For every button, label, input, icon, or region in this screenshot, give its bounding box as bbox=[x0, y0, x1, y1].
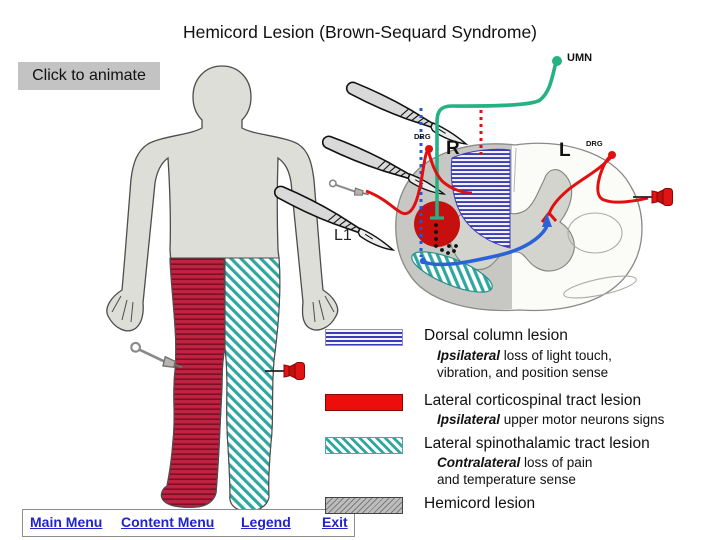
crossing-arrowhead bbox=[542, 213, 552, 227]
click-to-animate-button[interactable]: Click to animate bbox=[18, 62, 160, 90]
emphasis-ipsilateral: Ipsilateral bbox=[437, 412, 501, 427]
right-afferent-red bbox=[365, 148, 473, 215]
intact-tract-outline-band bbox=[563, 275, 637, 299]
right-side-label: R bbox=[446, 138, 460, 159]
legend-desc-corticospinal: Ipsilateral upper motor neurons signs bbox=[437, 412, 665, 427]
right-leg-spinothalamic-region bbox=[224, 257, 281, 512]
legend-desc-spinothalamic-2: and temperature sense bbox=[437, 472, 576, 487]
left-side-label: L bbox=[559, 140, 571, 161]
nav-link-exit[interactable]: Exit bbox=[322, 514, 348, 530]
emphasis-ipsilateral: Ipsilateral bbox=[437, 348, 501, 363]
emphasis-contralateral: Contralateral bbox=[437, 455, 521, 470]
drg-dot-left bbox=[608, 151, 616, 159]
legend-label-corticospinal: Lateral corticospinal tract lesion bbox=[424, 392, 642, 409]
finger-lines bbox=[111, 295, 335, 323]
degeneration-dots bbox=[434, 223, 458, 255]
umn-dot bbox=[552, 56, 562, 66]
intact-tract-outline-oval bbox=[567, 212, 623, 254]
nav-link-legend[interactable]: Legend bbox=[241, 514, 291, 530]
spinal-level-label: L1 bbox=[334, 227, 352, 244]
crossing-start-dot bbox=[419, 257, 427, 265]
cord-outline bbox=[395, 142, 643, 312]
legend-label-hemicord: Hemicord lesion bbox=[424, 495, 536, 512]
crossing-spinothalamic-blue bbox=[423, 222, 549, 267]
left-afferent-red bbox=[540, 154, 649, 223]
legend-swatch-spinothalamic bbox=[325, 437, 403, 454]
nav-bar bbox=[22, 509, 355, 537]
pathways bbox=[365, 56, 649, 267]
legend-desc-spinothalamic-1: Contralateral loss of pain bbox=[437, 455, 593, 470]
umn-label: UMN bbox=[567, 52, 593, 64]
human-figure bbox=[106, 65, 339, 512]
left-leg-corticospinal-region bbox=[160, 257, 226, 508]
posterior-median-sulcus bbox=[513, 147, 517, 193]
nav-link-main-menu[interactable]: Main Menu bbox=[30, 514, 103, 530]
legend-desc-dorsal-column-2: vibration, and position sense bbox=[437, 365, 609, 380]
drg-label-right: DRG bbox=[414, 132, 431, 141]
legend-label-spinothalamic: Lateral spinothalamic tract lesion bbox=[424, 435, 650, 452]
cord-cross-section bbox=[395, 142, 643, 312]
drg-label-left: DRG bbox=[586, 139, 603, 148]
umn-pathway-green bbox=[435, 61, 558, 218]
pin-icon bbox=[327, 178, 371, 198]
legend-swatch-corticospinal bbox=[325, 394, 403, 411]
legend-swatch-hemicord bbox=[325, 497, 403, 514]
drg-dot-right bbox=[425, 145, 433, 153]
pushpin-icon bbox=[632, 187, 674, 207]
legend-swatch-dorsal-column bbox=[325, 329, 403, 346]
spinothalamic-lesion-region bbox=[411, 251, 493, 293]
legend-label-dorsal-column: Dorsal column lesion bbox=[424, 327, 568, 344]
legend-desc-dorsal-column-1: Ipsilateral loss of light touch, bbox=[437, 348, 612, 363]
nav-link-content-menu[interactable]: Content Menu bbox=[121, 514, 215, 530]
page-title: Hemicord Lesion (Brown-Sequard Syndrome) bbox=[182, 22, 538, 42]
